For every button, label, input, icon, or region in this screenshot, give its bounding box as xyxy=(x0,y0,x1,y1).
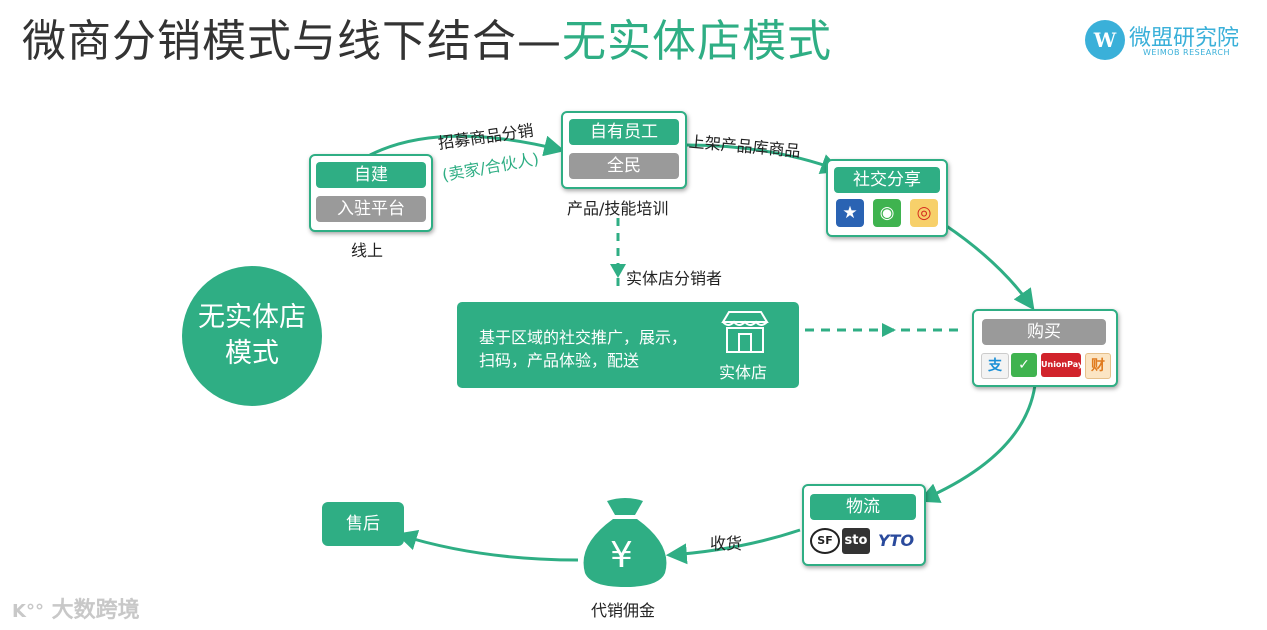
alipay-icon: 支 xyxy=(981,353,1009,379)
offline-edge-label: 实体店分销者 xyxy=(626,269,723,288)
edge-staff-to-social xyxy=(685,143,842,175)
online-caption: 线上 xyxy=(351,241,384,260)
edge-region-to-buy-head xyxy=(882,323,896,337)
watermark-text: 大数跨境 xyxy=(51,598,140,623)
buy-title-pill: 购买 xyxy=(982,319,1106,345)
staff-node: 自有员工 全民 xyxy=(561,111,687,189)
mode-line-2: 模式 xyxy=(225,338,279,369)
page-title: 微商分销模式与线下结合—无实体店模式 xyxy=(22,14,832,70)
yuan-symbol: ¥ xyxy=(610,535,633,576)
wechat-icon: ◉ xyxy=(873,199,901,227)
mode-circle: 无实体店 模式 xyxy=(182,266,322,406)
logistics-title-pill: 物流 xyxy=(810,494,916,520)
store-label: 实体店 xyxy=(719,363,768,382)
commission-caption: 代销佣金 xyxy=(591,601,656,620)
social-node: 社交分享 ★ ◉ ◎ xyxy=(826,159,948,237)
edge-buy-to-logistics xyxy=(918,384,1037,503)
yto-express-icon: YTO xyxy=(877,531,915,550)
tenpay-icon: 财 xyxy=(1085,353,1111,379)
watermark-mark: K°° xyxy=(12,601,44,622)
weibo-icon: ◎ xyxy=(910,199,938,227)
unionpay-icon: UnionPay xyxy=(1041,353,1083,377)
after-sales-box: 售后 xyxy=(322,502,404,546)
region-promo-box: 基于区域的社交推广，展示， 扫码，产品体验，配送 实体店 xyxy=(457,302,799,388)
sto-express-icon: sto xyxy=(842,528,870,554)
region-text-1: 基于区域的社交推广，展示， xyxy=(479,328,688,347)
edge-staff-to-region-head xyxy=(610,264,626,278)
edge-commission-to-aftersales xyxy=(395,529,579,562)
edge-online-to-staff xyxy=(369,134,566,157)
receive-label: 收货 xyxy=(710,534,743,553)
buy-node: 购买 支 ✓ UnionPay 财 xyxy=(972,309,1118,387)
edge-social-to-buy xyxy=(944,223,1035,311)
online-platform-pill: 入驻平台 xyxy=(316,196,426,222)
edge-logistics-to-commission xyxy=(665,528,801,565)
mode-line-1: 无实体店 xyxy=(198,302,306,333)
online-node: 自建 入驻平台 xyxy=(309,154,433,232)
staff-own-pill: 自有员工 xyxy=(569,119,679,145)
title-highlight: 无实体店模式 xyxy=(562,16,832,67)
moneybag-icon xyxy=(583,498,667,587)
wechat-pay-icon: ✓ xyxy=(1011,353,1037,377)
staff-caption: 产品/技能培训 xyxy=(567,199,669,218)
watermark: K°° 大数跨境 xyxy=(12,592,140,624)
online-build-pill: 自建 xyxy=(316,162,426,188)
logistics-node: 物流 SF sto YTO xyxy=(802,484,926,566)
logo-name: 微盟研究院 xyxy=(1129,26,1240,51)
logo-subtitle: WEIMOB RESEARCH xyxy=(1143,48,1231,57)
sf-express-icon: SF xyxy=(810,528,840,554)
region-text-2: 扫码，产品体验，配送 xyxy=(479,351,640,370)
logo-mark: W xyxy=(1085,20,1125,60)
social-title-pill: 社交分享 xyxy=(834,167,940,193)
staff-public-pill: 全民 xyxy=(569,153,679,179)
qzone-icon: ★ xyxy=(836,199,864,227)
brand-logo: W 微盟研究院 WEIMOB RESEARCH xyxy=(1085,18,1255,64)
store-icon xyxy=(721,311,769,353)
title-main: 微商分销模式与线下结合— xyxy=(22,16,562,67)
